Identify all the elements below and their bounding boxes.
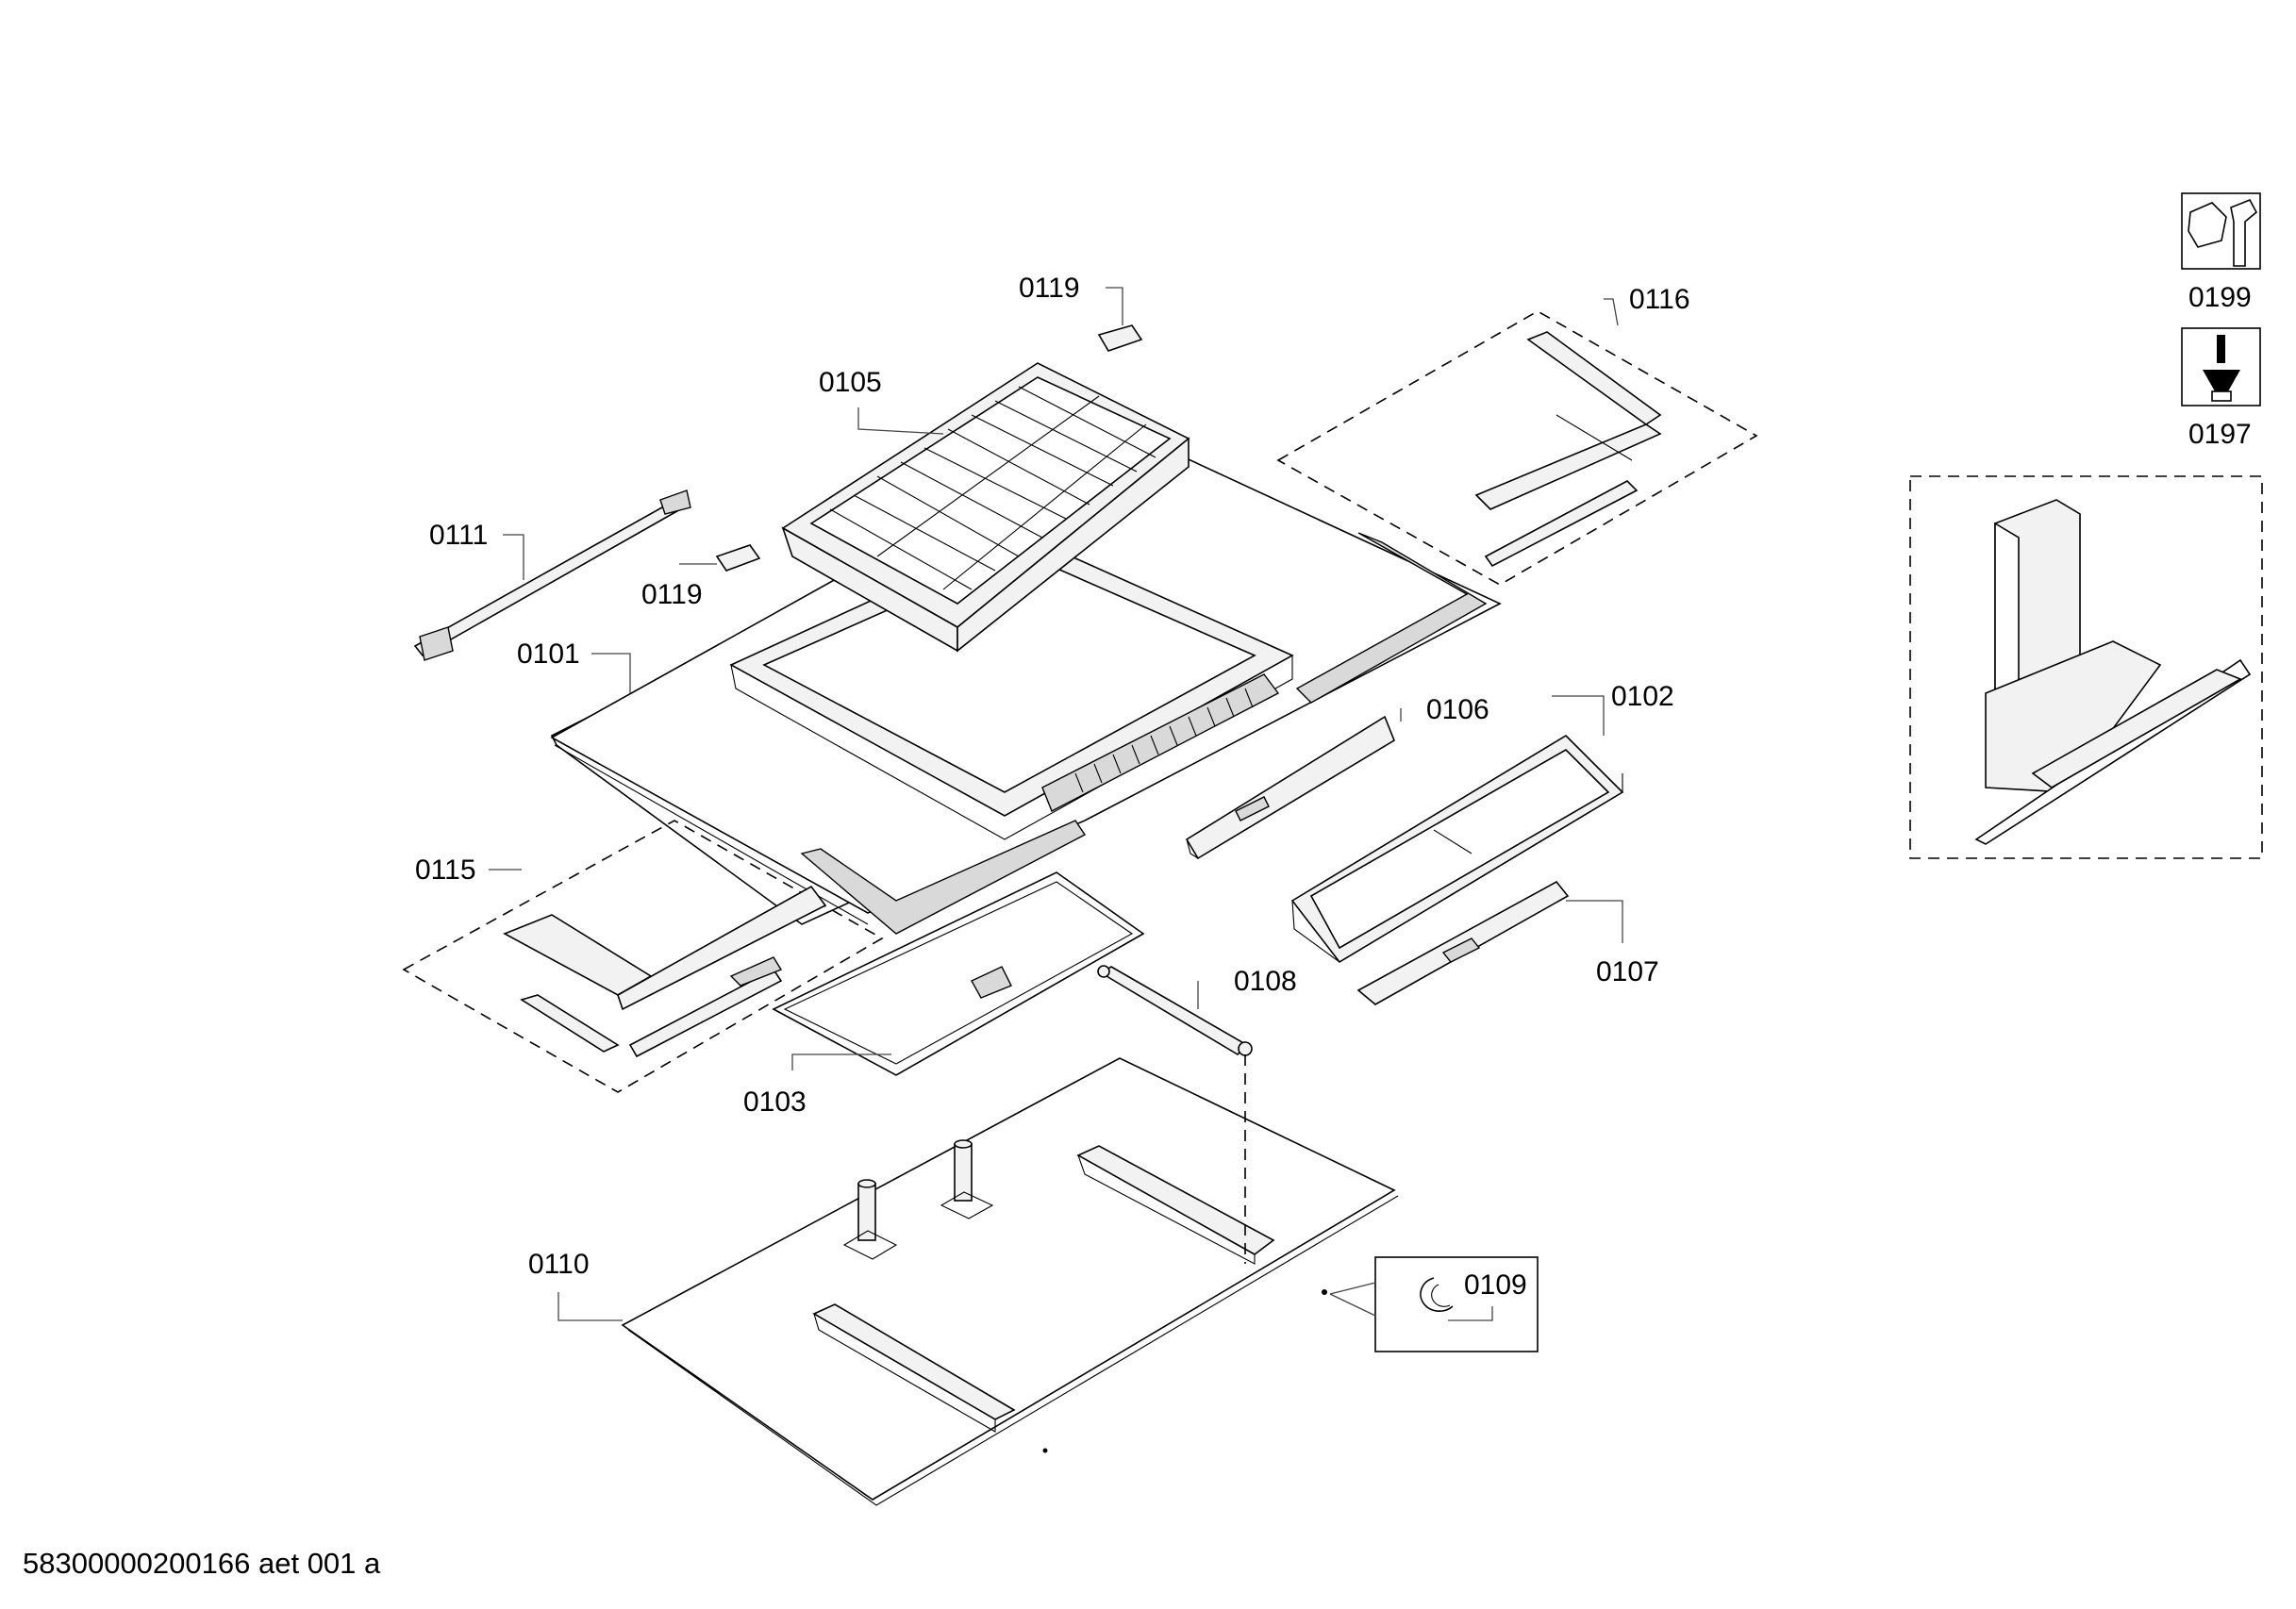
- label-0119-left: 0119: [641, 579, 703, 610]
- part-0115-group[interactable]: [402, 820, 884, 1093]
- label-0109: 0109: [1464, 1269, 1527, 1301]
- label-0199: 0199: [2188, 282, 2252, 313]
- label-0106: 0106: [1426, 694, 1489, 725]
- part-0109-detail[interactable]: [1322, 1256, 1539, 1352]
- label-0105: 0105: [819, 367, 882, 398]
- part-0105-fan-grille[interactable]: [781, 362, 1190, 653]
- part-labels: 0119 0105 0116 0111 0119 0101 0106 0102 …: [415, 273, 2252, 1301]
- part-0103-frame[interactable]: [772, 871, 1145, 1076]
- label-0107: 0107: [1596, 956, 1659, 987]
- label-0101: 0101: [517, 639, 580, 670]
- label-0103: 0103: [743, 1086, 807, 1118]
- part-0102-cover[interactable]: [1290, 734, 1624, 964]
- service-icon-frame: [2181, 192, 2261, 270]
- part-0119-clip-top[interactable]: [1097, 324, 1143, 352]
- part-0119-clip-left[interactable]: [715, 544, 761, 572]
- label-0197: 0197: [2188, 419, 2252, 450]
- label-0110: 0110: [528, 1249, 590, 1280]
- document-code: 58300000200166 aet 001 a: [23, 1547, 381, 1580]
- part-0110-base-plate[interactable]: [621, 1057, 1399, 1506]
- part-0106-bar[interactable]: [1185, 715, 1395, 860]
- part-0116-group[interactable]: [1276, 310, 1758, 586]
- label-0108: 0108: [1234, 966, 1297, 997]
- label-0102: 0102: [1611, 681, 1674, 712]
- part-0111-strip[interactable]: [413, 489, 691, 661]
- label-0111: 0111: [429, 520, 488, 551]
- screw-icon-frame: [2181, 327, 2261, 406]
- screwdriver-icon: [2203, 335, 2240, 402]
- label-0115: 0115: [415, 854, 476, 886]
- label-0116: 0116: [1629, 284, 1690, 315]
- part-0108-rod[interactable]: [1097, 965, 1253, 1264]
- leader-lines: [489, 287, 1623, 1321]
- part-0107-strip[interactable]: [1356, 880, 1570, 1005]
- wrench-nut-icon: [2188, 202, 2227, 248]
- part-0101-main-plate[interactable]: [550, 423, 1502, 935]
- assembled-unit-thumbnail: [1909, 475, 2263, 859]
- label-0119-top: 0119: [1019, 273, 1080, 304]
